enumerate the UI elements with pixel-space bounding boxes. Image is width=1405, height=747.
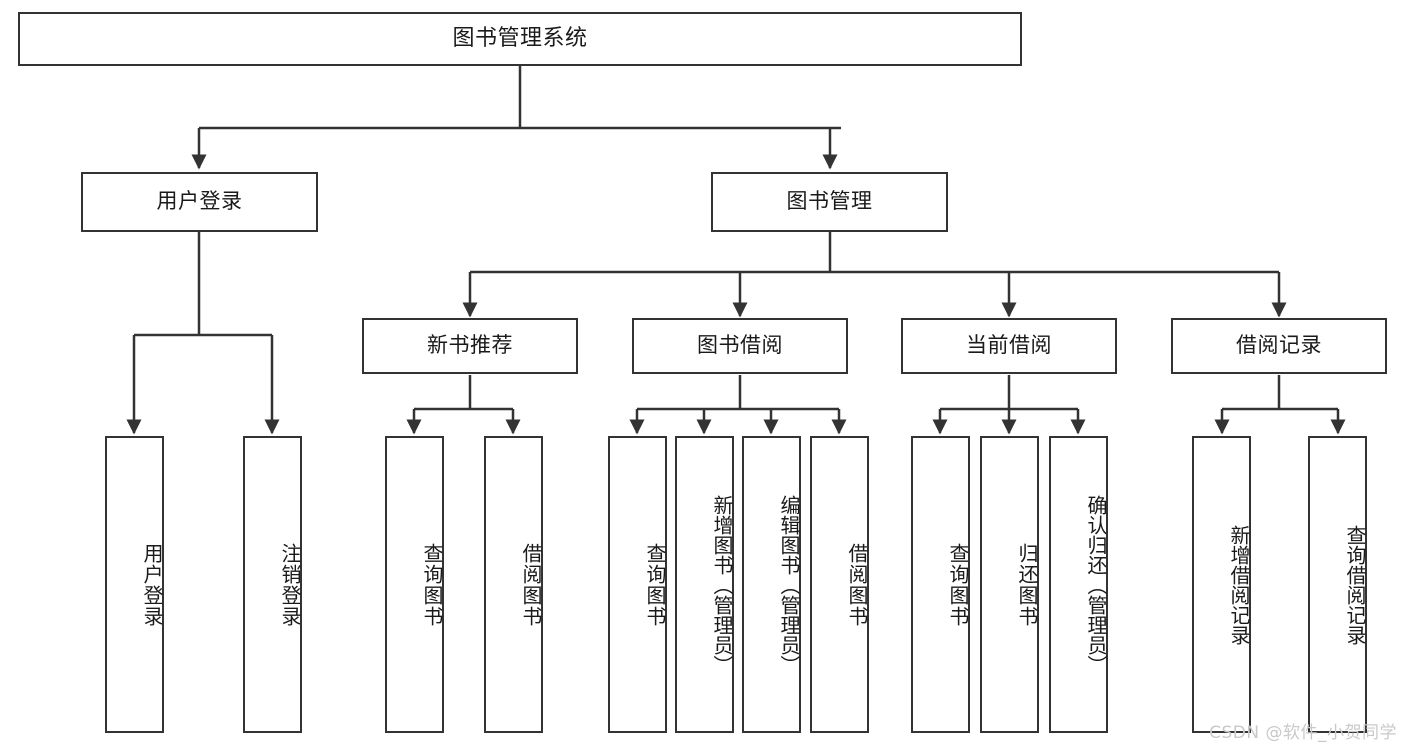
leaf-label: 归还图书 [1015, 542, 1039, 627]
leaf-borrow-record-add[interactable]: 新增借阅记录 [1192, 436, 1251, 733]
leaf-label: 新增借阅记录 [1227, 524, 1251, 645]
leaf-current-borrow-query[interactable]: 查询图书 [911, 436, 970, 733]
node-borrow-record[interactable]: 借阅记录 [1171, 318, 1387, 374]
leaf-label: 确认归还（管理员） [1084, 494, 1108, 675]
node-root-system[interactable]: 图书管理系统 [18, 12, 1022, 66]
leaf-label: 借阅图书 [845, 542, 869, 627]
leaf-book-borrow-edit[interactable]: 编辑图书（管理员） [742, 436, 801, 733]
leaf-label: 查询借阅记录 [1343, 524, 1367, 645]
node-book-management[interactable]: 图书管理 [711, 172, 948, 232]
leaf-label: 新增图书（管理员） [710, 494, 734, 675]
leaf-book-borrow-query[interactable]: 查询图书 [608, 436, 667, 733]
leaf-new-book-borrow[interactable]: 借阅图书 [484, 436, 543, 733]
leaf-user-login-signout[interactable]: 注销登录 [243, 436, 302, 733]
leaf-label: 查询图书 [643, 542, 667, 627]
node-current-borrow[interactable]: 当前借阅 [901, 318, 1117, 374]
leaf-label: 借阅图书 [519, 542, 543, 627]
node-user-login[interactable]: 用户登录 [81, 172, 318, 232]
leaf-new-book-query[interactable]: 查询图书 [385, 436, 444, 733]
leaf-book-borrow-borrow[interactable]: 借阅图书 [810, 436, 869, 733]
leaf-label: 注销登录 [278, 542, 302, 627]
watermark-text: CSDN @软件_小贺同学 [1209, 723, 1397, 743]
node-book-borrow[interactable]: 图书借阅 [632, 318, 848, 374]
leaf-book-borrow-add[interactable]: 新增图书（管理员） [675, 436, 734, 733]
leaf-user-login-signin[interactable]: 用户登录 [105, 436, 164, 733]
leaf-label: 查询图书 [946, 542, 970, 627]
leaf-label: 编辑图书（管理员） [777, 494, 801, 675]
leaf-current-borrow-confirm-return[interactable]: 确认归还（管理员） [1049, 436, 1108, 733]
leaf-label: 用户登录 [140, 542, 164, 627]
leaf-borrow-record-query[interactable]: 查询借阅记录 [1308, 436, 1367, 733]
leaf-label: 查询图书 [420, 542, 444, 627]
leaf-current-borrow-return[interactable]: 归还图书 [980, 436, 1039, 733]
node-new-book-recommend[interactable]: 新书推荐 [362, 318, 578, 374]
